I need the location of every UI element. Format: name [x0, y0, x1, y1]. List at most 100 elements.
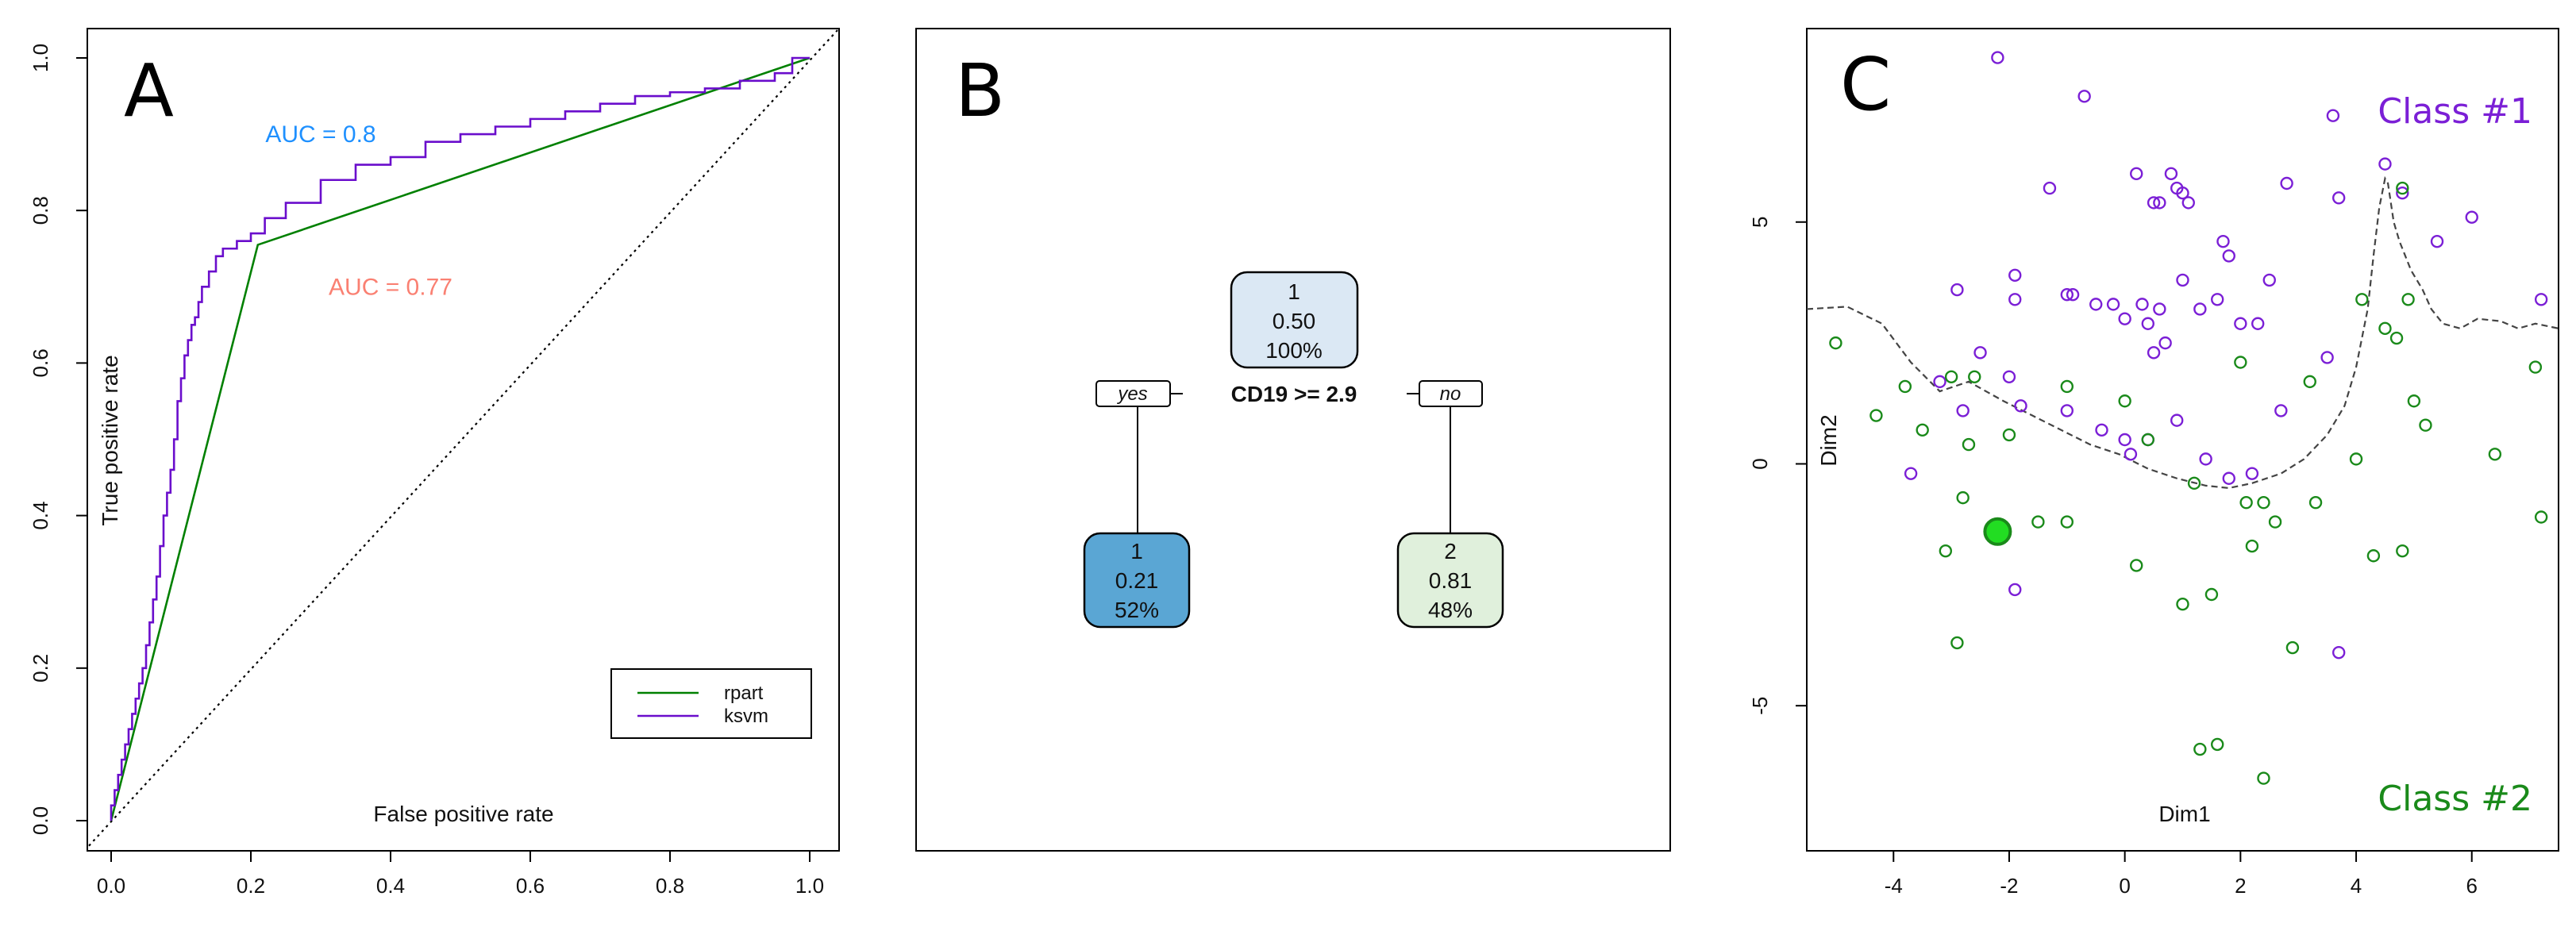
tree-node-right-box [1396, 532, 1504, 629]
class-1-point [2124, 448, 2138, 461]
panel-b-plot-frame [915, 28, 1671, 852]
class-1-point [2176, 273, 2189, 287]
class-2-point [1950, 636, 1964, 650]
x-tick-label: 4 [2351, 874, 2362, 898]
class-2-point [2060, 515, 2074, 529]
class-2-point [2118, 394, 2131, 408]
tree-branch-no: no [1419, 380, 1483, 407]
reference-diagonal-line [88, 29, 838, 847]
legend-label-rpart: rpart [724, 683, 764, 704]
class-2-point [1869, 409, 1883, 422]
y-tick-label: 0.4 [29, 502, 52, 530]
class-2-point [1829, 336, 1842, 350]
tree-branch-yes: yes [1095, 380, 1171, 407]
tree-split-label: CD19 >= 2.9 [1231, 382, 1357, 406]
class-label-2: Class #2 [2378, 779, 2532, 819]
class-1-point [2008, 268, 2022, 282]
class-1-point [2043, 181, 2057, 195]
class-1-point [2234, 317, 2247, 330]
class-1-point [1956, 404, 1970, 417]
class-1-point [2089, 298, 2103, 311]
panel-c-plot-frame [1806, 28, 2559, 852]
class-1-point [2176, 186, 2189, 200]
class-label-1: Class #1 [2378, 91, 2532, 132]
tree-node-left-prob: 0.21 [1115, 568, 1159, 593]
panel-b-letter: B [955, 48, 1005, 133]
auc-annotation: AUC = 0.77 [329, 274, 452, 300]
class-2-point [2401, 293, 2415, 306]
class-1-point [2181, 196, 2195, 210]
class-1-point [2396, 186, 2409, 200]
panel-c-x-axis-title: Dim1 [2158, 802, 2210, 826]
class-1-point [2262, 273, 2276, 287]
x-tick-label: 0.4 [376, 874, 405, 898]
class-2-point [2389, 331, 2404, 345]
class-2-point [2303, 375, 2316, 389]
class-1-point [2002, 370, 2016, 383]
x-tick-label: -4 [1885, 874, 1903, 898]
y-tick-label: -5 [1748, 697, 1772, 715]
class-2-point [1939, 544, 1953, 558]
decision-boundary-line [1806, 175, 2559, 490]
tree-node-right-prob: 0.81 [1429, 568, 1473, 593]
class-2-point [2211, 737, 2224, 752]
class-1-point [2106, 298, 2120, 311]
panel-b-decision-tree: B 1 0.50 100% CD19 >= 2.9 yes no 1 0.21 … [915, 28, 1671, 852]
class-1-point [1933, 375, 1946, 389]
panel-a-reference-line [88, 29, 838, 847]
legend-label-ksvm: ksvm [724, 706, 768, 727]
class-2-point [2534, 510, 2548, 524]
x-tick-label: 0.6 [516, 874, 545, 898]
x-tick-label: 0.2 [237, 874, 265, 898]
panel-c-y-axis-title: Dim2 [1816, 414, 1841, 466]
class-1-point [2222, 471, 2235, 485]
class-1-point [2251, 317, 2265, 330]
class-1-point [2141, 317, 2154, 330]
class-1-point [1991, 51, 2004, 64]
x-tick-label: 0 [2119, 874, 2130, 898]
class-1-point [1950, 283, 1964, 297]
class-2-point [2257, 771, 2270, 785]
series-line-ksvm [110, 56, 810, 821]
class-2-point [2528, 360, 2543, 374]
class-1-point [2066, 287, 2080, 302]
class-1-point [2170, 413, 2184, 427]
x-tick-label: 1.0 [795, 874, 824, 898]
class-1-point [2378, 157, 2392, 171]
x-tick-label: 0.0 [97, 874, 125, 898]
tree-node-root-percent: 100% [1265, 338, 1323, 363]
tree-node-left: 1 0.21 52% [1083, 532, 1191, 629]
y-tick-label: 5 [1748, 217, 1772, 228]
tree-node-root-box [1230, 271, 1359, 369]
class-2-point [2257, 496, 2270, 510]
class-2-point [2002, 428, 2016, 442]
class-1-point [2147, 346, 2161, 360]
class-1-point [2060, 287, 2074, 302]
class-1-point [2280, 176, 2293, 190]
class-1-point [2077, 90, 2091, 103]
class-2-point [2239, 496, 2253, 510]
class-1-point [2216, 234, 2230, 248]
class-2-point [2355, 293, 2369, 306]
panel-a-y-axis-title: True positive rate [98, 355, 122, 525]
panel-a-legend: rpart ksvm [610, 668, 812, 739]
class-1-point [2135, 298, 2149, 311]
class-1-point [2008, 583, 2022, 597]
class-1-point [2014, 399, 2027, 413]
class-2-point [1968, 370, 1981, 383]
class-1-point [2095, 423, 2108, 437]
class-1-point [2331, 645, 2346, 660]
tree-branch-no-box [1419, 380, 1483, 407]
class-1-point [1973, 346, 1987, 360]
class-2-point [1956, 490, 1970, 505]
y-tick-label: 0.0 [29, 806, 52, 835]
class-2-point [1944, 370, 1958, 383]
class-1-point [2153, 302, 2166, 316]
class-1-point [2158, 336, 2172, 350]
class-2-point [2268, 515, 2282, 529]
class-2-point [2366, 549, 2381, 563]
